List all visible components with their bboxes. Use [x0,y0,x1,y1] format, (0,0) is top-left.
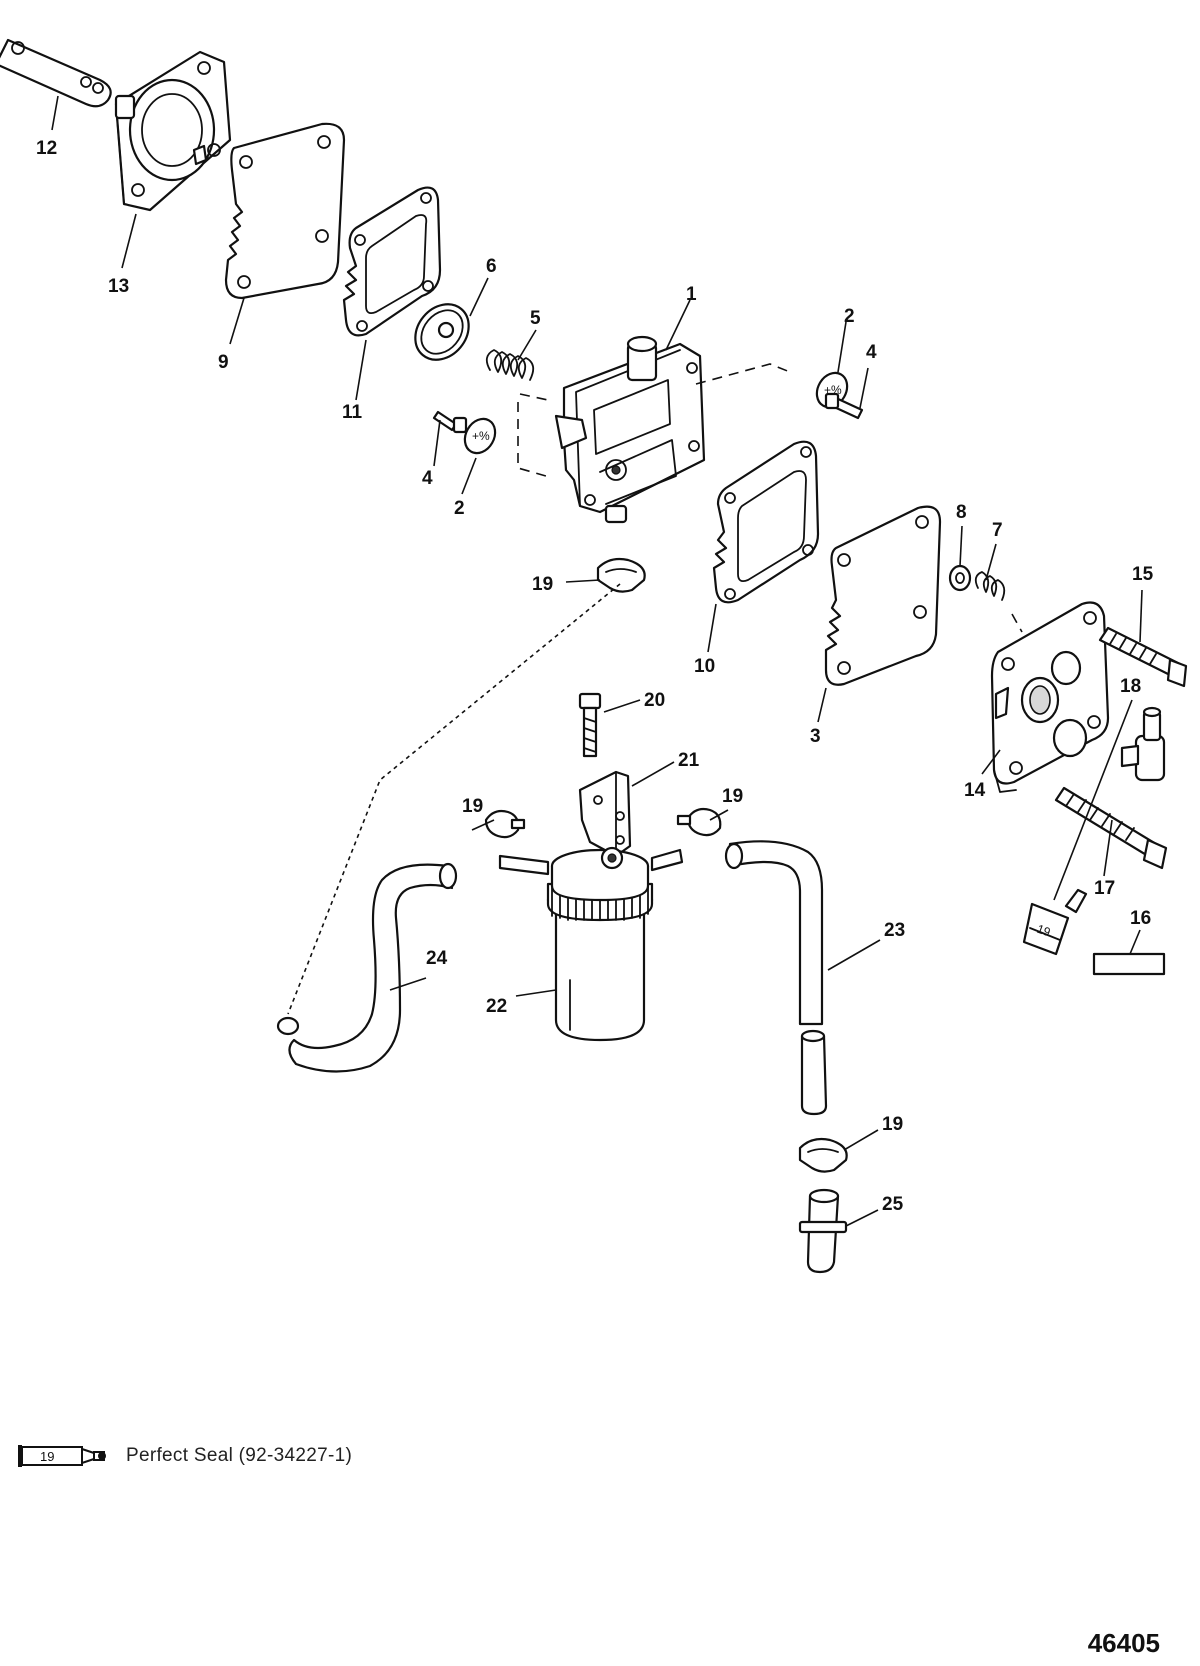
part-12-link [0,38,112,108]
part-5-spring [485,349,535,381]
callout-19-filter-right: 19 [722,786,743,807]
callout-16: 16 [1130,908,1151,929]
sealant-tube-label: 19 [1035,922,1053,940]
sealant-tube-icon: 19 [18,1445,106,1467]
legend: 19 Perfect Seal (92-34227-1) [16,1436,352,1476]
part-4-screw-left [432,410,468,434]
callout-4-lower: 4 [422,468,433,489]
callout-11: 11 [342,402,363,423]
part-7-spring [974,571,1006,601]
part-19-clip-upper [596,557,646,593]
part-1-pump-body [554,335,706,524]
part-19-clip-filter-left [484,809,526,839]
callout-21: 21 [678,750,700,771]
callout-15: 15 [1132,564,1154,585]
callout-12: 12 [36,138,57,159]
assembly-line-1 [519,393,549,401]
callout-20: 20 [644,690,665,711]
part-13-cover-flange [114,50,232,212]
part-9-diaphragm [224,122,346,300]
part-2-check-valve-left: +% [463,417,497,455]
callout-19-lower: 19 [882,1114,903,1135]
part-21-bracket [578,770,632,858]
part-18-elbow-fitting [1120,706,1166,782]
assembly-line-3 [695,363,791,385]
callout-25: 25 [882,1194,904,1215]
part-24-hose [276,862,458,1073]
svg-text:+%: +% [472,429,490,443]
callout-2-lower: 2 [454,498,465,519]
callout-18: 18 [1120,676,1141,697]
callout-19-upper: 19 [532,574,553,595]
part-23-hose [724,840,828,1116]
part-11-gasket [342,186,442,337]
part-16-label [1092,952,1166,976]
legend-tube-number: 19 [40,1449,54,1464]
part-10-gasket [712,440,820,604]
callout-4-upper: 4 [866,342,877,363]
legend-text: Perfect Seal (92-34227-1) [126,1445,353,1466]
callout-8: 8 [956,502,967,523]
callout-19-filter-left: 19 [462,796,483,817]
part-25-fitting [798,1188,848,1274]
part-4-screw-right [824,392,864,420]
callout-22: 22 [486,996,507,1017]
callout-7: 7 [992,520,1003,541]
callout-3: 3 [810,726,821,747]
callout-10: 10 [694,656,715,677]
part-14-end-cover [990,601,1110,793]
callout-2-upper: 2 [844,306,855,327]
callout-9: 9 [218,352,229,373]
callout-17: 17 [1094,878,1115,899]
part-3-diaphragm [824,505,942,686]
part-8-washer [948,564,972,592]
callout-1: 1 [686,284,697,305]
callout-numbers: 12 13 9 11 6 5 1 2 4 4 2 19 10 3 8 7 15 … [36,138,1154,1215]
callout-6: 6 [486,256,497,277]
leader-lines [51,95,1143,1227]
callout-24: 24 [426,948,448,969]
assembly-line-2 [517,402,547,477]
callout-14: 14 [964,780,986,801]
part-17-bolt [1054,786,1168,870]
callout-13: 13 [108,276,129,297]
figure-number: 46405 [1087,1628,1160,1658]
part-6-valve-disc [414,303,470,361]
assembly-line-4 [1011,613,1023,633]
part-22-fuel-filter [498,846,684,1042]
callout-23: 23 [884,920,905,941]
part-15-bolt [1098,626,1188,688]
part-19-clip-filter-right [676,807,722,837]
part-20-bolt [578,692,602,758]
callout-5: 5 [530,308,541,329]
part-19-clip-lower [798,1137,848,1173]
sealant-tube-icon: 19 [1022,888,1088,956]
